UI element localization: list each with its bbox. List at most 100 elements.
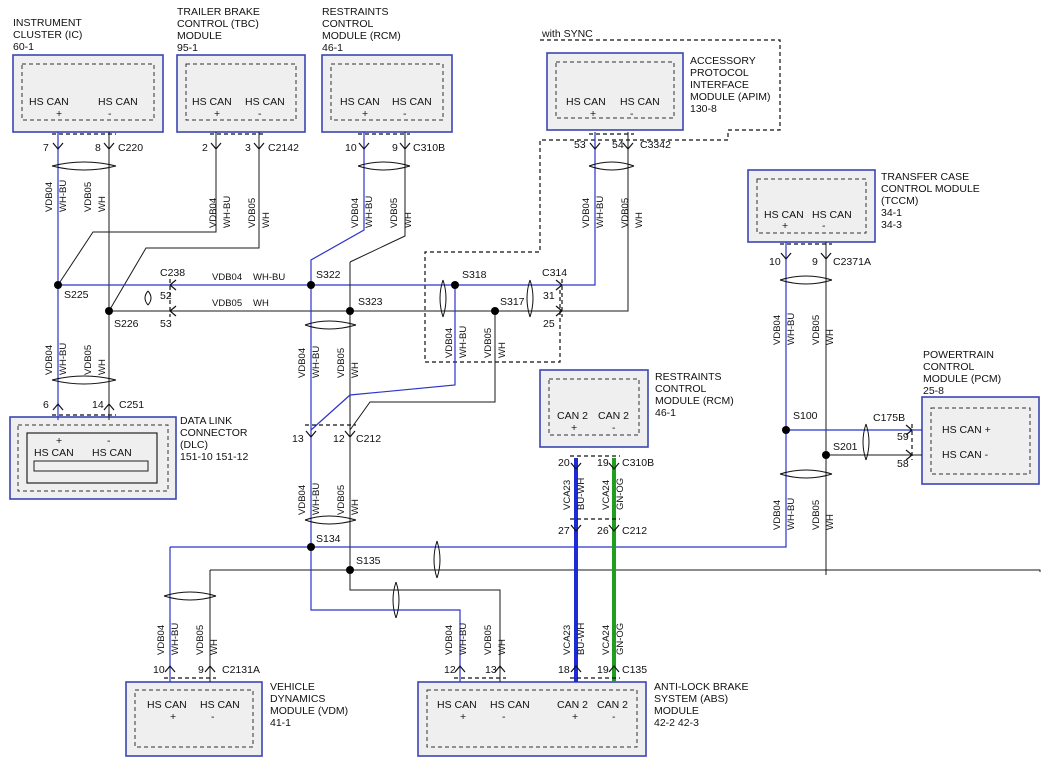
splice-s322	[307, 281, 315, 289]
pcm-title-4: 25-8	[923, 385, 944, 397]
wire-label-4-color_m: WH	[634, 212, 645, 228]
pcm-pin-label-m: HS CAN -	[942, 449, 989, 461]
splice-s100	[782, 426, 790, 434]
abs-pin-pol-4: -	[612, 711, 616, 723]
wire-label-2-color_p: WH-BU	[222, 196, 233, 228]
wire-label-7-circ_p: VDB04	[297, 485, 308, 515]
rcm-pin-label-m: HS CAN	[392, 96, 432, 108]
vdm-title-1: VEHICLE	[270, 681, 315, 693]
vdm-pin-pol-m: -	[211, 711, 215, 723]
wire-label-2-circ_p: VDB04	[208, 198, 219, 228]
pcm-title-1: POWERTRAIN	[923, 349, 994, 361]
wire-label-0-circ_p: VDB04	[44, 182, 55, 212]
wire-label-7-color_p: WH-BU	[311, 483, 322, 515]
label-s323: S323	[358, 296, 383, 308]
svg-text:12: 12	[333, 433, 345, 445]
wire-label-1-circ_m: VDB05	[83, 345, 94, 375]
abs-title-3: MODULE	[654, 705, 699, 717]
label-c212: C212	[356, 433, 381, 445]
wire-label-4-color_p: WH-BU	[595, 196, 606, 228]
vdm-pin-label-m: HS CAN	[200, 699, 240, 711]
label-s134: S134	[316, 533, 341, 545]
rcm-pin-label-p: HS CAN	[340, 96, 380, 108]
wire-label-1-color_p: WH-BU	[58, 343, 69, 375]
wire-label-13-can2_color_p: BU-WH	[576, 623, 587, 655]
vdm-title-2: DYNAMICS	[270, 693, 325, 705]
wire-label-1-circ_p: VDB04	[44, 345, 55, 375]
splice-dots	[54, 281, 830, 574]
horizontal-wire-labels: VDB04 WH-BU VDB05 WH	[212, 272, 285, 309]
rcm-pin-pol-m: -	[403, 108, 407, 120]
dlc-title-1: DATA LINK	[180, 415, 232, 427]
svg-text:13: 13	[292, 433, 304, 445]
pcm-title-3: MODULE (PCM)	[923, 373, 1001, 385]
module-instrument-cluster: HS CAN HS CAN + - INSTRUMENT CLUSTER (IC…	[12, 17, 164, 133]
label-c2131a: C2131A	[222, 664, 260, 676]
tbc-title-4: 95-1	[177, 42, 198, 54]
label-s225: S225	[64, 289, 89, 301]
rcm-title-3: MODULE (RCM)	[322, 30, 401, 42]
svg-text:54: 54	[612, 139, 624, 151]
wire-label-6-color_p: WH-BU	[458, 326, 469, 358]
sync-option-outline	[424, 39, 781, 363]
rcm2-pin-label-m: CAN 2	[598, 410, 629, 422]
wire-label-3-color_p: WH-BU	[364, 196, 375, 228]
vdm-title-3: MODULE (VDM)	[270, 705, 348, 717]
svg-text:59: 59	[897, 431, 909, 443]
apim-pin-label-m: HS CAN	[620, 96, 660, 108]
tbc-pin-pol-m: -	[258, 108, 262, 120]
wire-label-4-circ_m: VDB05	[620, 198, 631, 228]
module-transfer-case: HS CAN HS CAN + - TRANSFER CASE CONTROL …	[747, 169, 980, 243]
abs-title-1: ANTI-LOCK BRAKE	[654, 681, 749, 693]
wire-label-9-circ_m: VDB05	[811, 500, 822, 530]
rcm-pin-pol-p: +	[362, 108, 368, 120]
wire-label-11-circ_p: VDB04	[444, 625, 455, 655]
wire-label-12-can2_color_p: BU-WH	[576, 478, 587, 510]
splice-s134	[307, 543, 315, 551]
vdm-pin-label-p: HS CAN	[147, 699, 187, 711]
tbc-title-2: CONTROL (TBC)	[177, 18, 259, 30]
wire-label-0-color_m: WH	[97, 196, 108, 212]
wire-label-9-color_p: WH-BU	[786, 498, 797, 530]
vdm-title-4: 41-1	[270, 717, 291, 729]
twist-markers	[51, 161, 870, 619]
svg-text:20: 20	[558, 457, 570, 469]
svg-text:19: 19	[597, 457, 609, 469]
wire-label-2-color_m: WH	[261, 212, 272, 228]
ic-title-3: 60-1	[13, 41, 34, 53]
label-c135: C135	[622, 664, 647, 676]
svg-text:10: 10	[153, 664, 165, 676]
label-c314: C314	[542, 267, 567, 279]
tccm-title-2: CONTROL MODULE	[881, 183, 980, 195]
rcm2-title-3: MODULE (RCM)	[655, 395, 734, 407]
wire-label-4-circ_p: VDB04	[581, 198, 592, 228]
wire-label-5-color_p: WH-BU	[311, 346, 322, 378]
tccm-pin-pol-m: -	[822, 220, 826, 232]
label-s317: S317	[500, 296, 525, 308]
wire-label-3-circ_m: VDB05	[389, 198, 400, 228]
svg-text:53: 53	[574, 139, 586, 151]
module-restraints-control-top: HS CAN HS CAN + - RESTRAINTS CONTROL MOD…	[321, 6, 453, 133]
splice-s201	[822, 451, 830, 459]
wire-label-6-circ_p: VDB04	[444, 328, 455, 358]
dlc-pin-label-m: HS CAN	[92, 447, 132, 459]
apim-title-4: MODULE (APIM)	[690, 91, 771, 103]
module-anti-lock-brake: HS CAN HS CAN CAN 2 CAN 2 + - + - ANTI-L…	[417, 681, 749, 757]
tbc-title-1: TRAILER BRAKE	[177, 6, 260, 18]
wire-label-3-circ_p: VDB04	[350, 198, 361, 228]
tccm-title-1: TRANSFER CASE	[881, 171, 969, 183]
splice-s323	[346, 307, 354, 315]
rcm2-title-2: CONTROL	[655, 383, 706, 395]
wire-label-0-circ_m: VDB05	[83, 182, 94, 212]
wire-label-5-color_m: WH	[350, 362, 361, 378]
module-data-link-connector: HS CAN HS CAN + - DATA LINK CONNECTOR (D…	[9, 415, 248, 500]
svg-text:19: 19	[597, 664, 609, 676]
wire-label-0-color_p: WH-BU	[58, 180, 69, 212]
rcm2-pin-pol-p: +	[571, 422, 577, 434]
dlc-pin-pol-m: -	[107, 435, 111, 447]
splice-labels: S225 S226 S322 S323 S318 S317 S100 S201 …	[64, 269, 858, 567]
svg-text:8: 8	[95, 142, 101, 154]
svg-text:WH: WH	[253, 298, 269, 309]
tccm-pin-pol-p: +	[782, 220, 788, 232]
dlc-title-3: (DLC)	[180, 439, 208, 451]
